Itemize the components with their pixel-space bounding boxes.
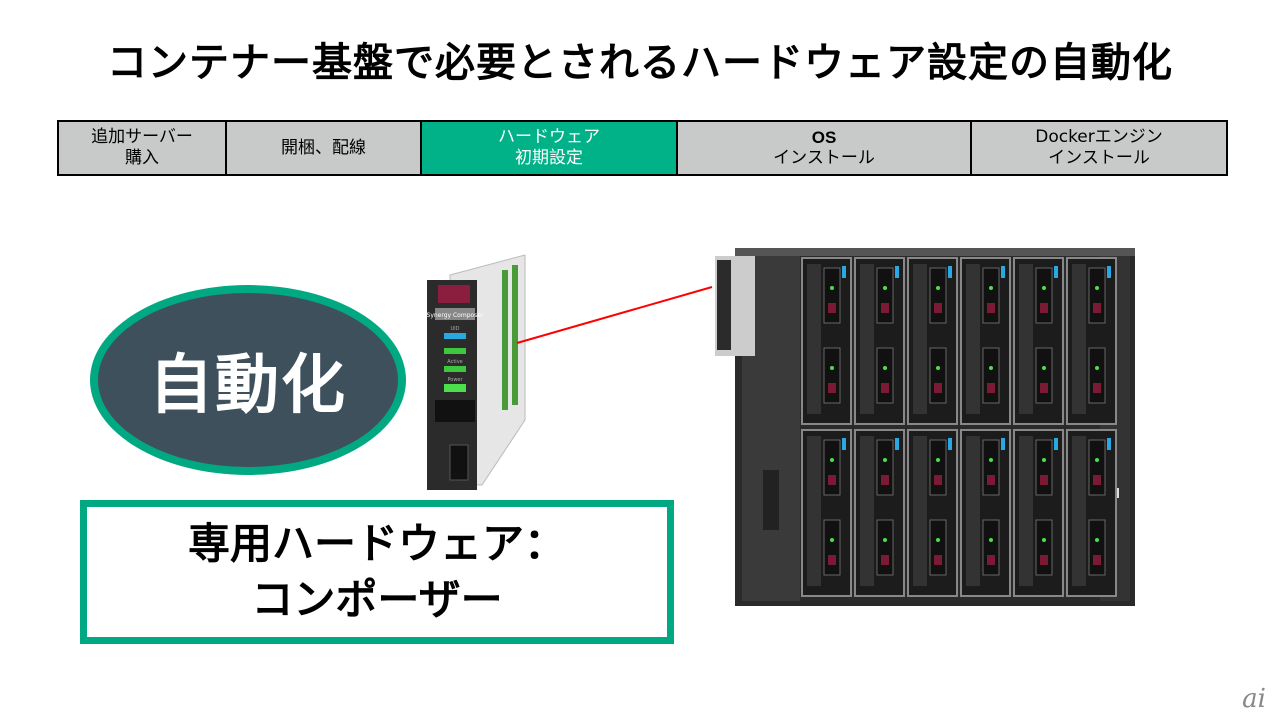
publisher-logo: ai [1242, 684, 1266, 714]
compute-blade [1013, 257, 1064, 425]
automation-label: 自動化 [149, 349, 347, 423]
health-led-icon [444, 348, 466, 354]
uid-led-icon [444, 333, 466, 339]
step-label: 購入 [125, 148, 159, 168]
step-label: 初期設定 [515, 148, 583, 168]
power-label: Power [447, 377, 463, 383]
compute-blade [801, 257, 852, 425]
compute-blade [1013, 429, 1064, 597]
automation-ellipse: 自動化 [90, 285, 406, 475]
step-label: 開梱、配線 [281, 137, 366, 158]
step-purchase: 追加サーバー 購入 [59, 122, 227, 174]
step-label: インストール [773, 148, 875, 168]
process-steps: 追加サーバー 購入 開梱、配線 ハードウェア 初期設定 OS インストール Do… [57, 120, 1228, 176]
composer-box: 専用ハードウェア： コンポーザー [80, 500, 674, 644]
active-led-icon [444, 366, 466, 372]
compute-blade [1066, 429, 1117, 597]
step-os-install: OS インストール [678, 122, 972, 174]
synergy-frame-image [715, 248, 1135, 606]
box-line1: 専用ハードウェア： [187, 519, 566, 568]
step-label: ハードウェア [498, 127, 600, 147]
step-unpack-cabling: 開梱、配線 [227, 122, 422, 174]
module-brand-text: Synergy Composer [427, 312, 484, 319]
compute-blade [1066, 257, 1117, 425]
box-line2: コンポーザー [251, 575, 503, 624]
step-label: OS [811, 128, 837, 147]
compute-blade [907, 257, 958, 425]
step-docker-install: Dockerエンジン インストール [972, 122, 1226, 174]
composer-module-image: Synergy Composer UID Active Power [427, 254, 526, 490]
compute-blade [801, 429, 852, 597]
compute-blade [960, 429, 1011, 597]
step-label: インストール [1048, 148, 1150, 168]
compute-blade [907, 429, 958, 597]
compute-blade [854, 257, 905, 425]
step-hardware-setup: ハードウェア 初期設定 [422, 122, 678, 174]
slide-title: コンテナー基盤で必要とされるハードウェア設定の自動化 [107, 40, 1173, 86]
power-led-icon [444, 384, 466, 392]
compute-blade [960, 257, 1011, 425]
step-label: Dockerエンジン [1035, 127, 1163, 147]
compute-blade [854, 429, 905, 597]
uid-label: UID [451, 326, 460, 332]
active-label: Active [447, 359, 462, 365]
step-label: 追加サーバー [91, 127, 193, 147]
